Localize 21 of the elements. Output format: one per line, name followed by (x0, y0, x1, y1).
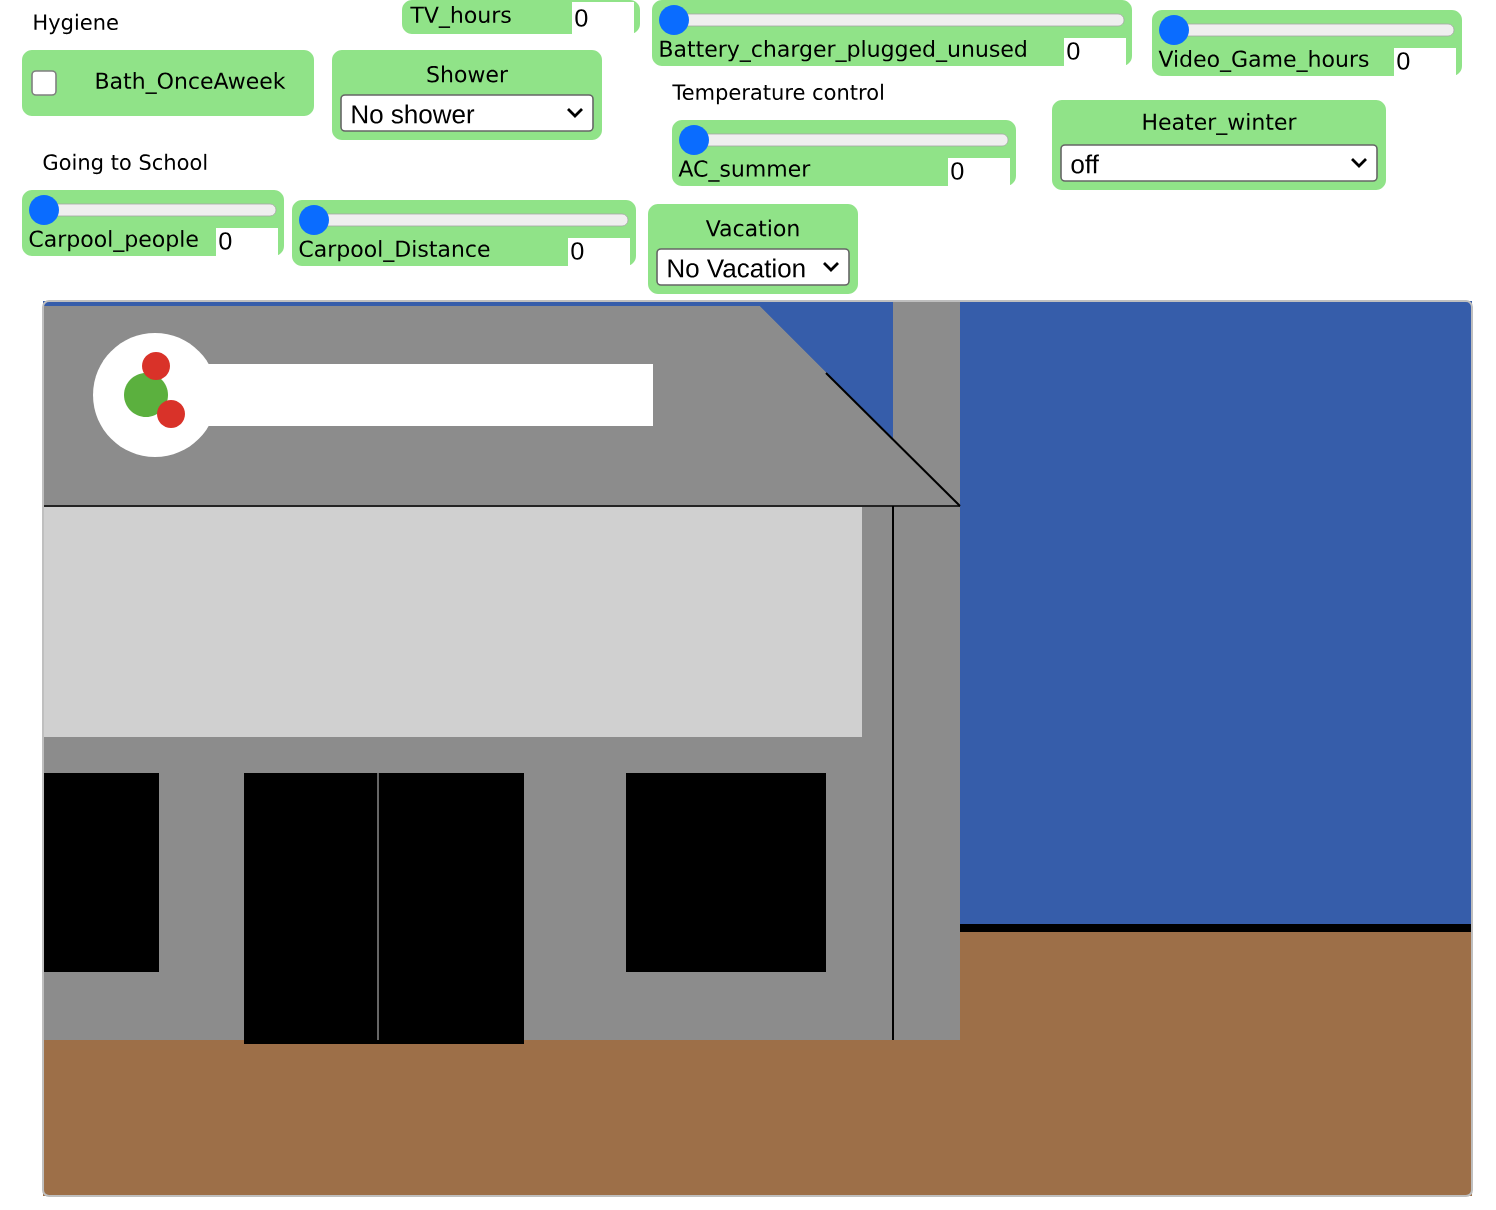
value-field: 0 (948, 158, 1010, 186)
dropdown: No shower (340, 94, 594, 132)
slider-label: Carpool_Distance (299, 240, 490, 262)
dropdown-title: Vacation (705, 219, 799, 237)
value-field: 0 (216, 228, 278, 256)
section-heading: Going to School (43, 153, 207, 175)
slider-label: Carpool_people (29, 230, 198, 252)
slider-label: AC_summer (678, 160, 811, 182)
dropdown-title: Shower (427, 65, 508, 83)
dropdown: off (1060, 144, 1378, 182)
slider-label: TV_hours (410, 6, 511, 28)
dropdown-title: Heater_winter (1143, 113, 1297, 135)
value-field: 0 (1064, 38, 1126, 66)
value-field: 0 (568, 238, 630, 266)
slider-label: Battery_charger_plugged_unused (660, 40, 1026, 62)
slider-label: Video_Game_hours (1158, 50, 1369, 72)
value-field: 0 (572, 2, 634, 34)
section-heading: Temperature control (672, 83, 883, 105)
value-field: 0 (1394, 48, 1456, 76)
checkbox-label: Bath_OnceAweek (96, 72, 286, 94)
dropdown: No Vacation (656, 248, 850, 286)
